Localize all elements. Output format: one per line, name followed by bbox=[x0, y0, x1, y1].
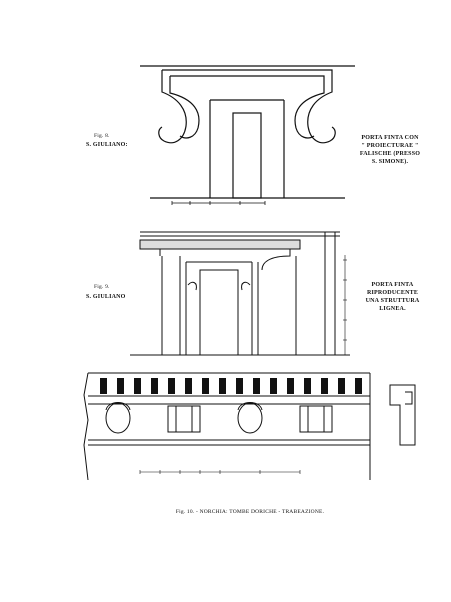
fig9-caption: PORTA FINTA RIPRODUCENTE UNA STRUTTURA L… bbox=[355, 281, 430, 313]
fig8-caption-line: PORTA FINTA CON bbox=[361, 135, 419, 141]
fig9-caption-line: UNA STRUTTURA bbox=[365, 298, 420, 304]
fig8-place: S. GIULIANO: bbox=[86, 142, 128, 148]
fig8-caption-line: S. SIMONE). bbox=[371, 159, 409, 165]
fig8-caption-line: " PROIECTURAE " bbox=[361, 143, 419, 149]
fig8-caption-line: FALISCHE (PRESSO bbox=[359, 151, 421, 157]
fig10-caption: Fig. 10. - NORCHIA: TOMBE DORICHE - TRAB… bbox=[175, 509, 325, 515]
fig8-label: Fig. 8. bbox=[94, 133, 110, 139]
fig9-label: Fig. 9. bbox=[94, 284, 110, 290]
fig8-caption: PORTA FINTA CON " PROIECTURAE " FALISCHE… bbox=[350, 134, 430, 166]
fig9-caption-line: PORTA FINTA bbox=[371, 282, 414, 288]
fig9-place: S. GIULIANO bbox=[86, 294, 126, 300]
fig9-caption-line: LIGNEA. bbox=[379, 306, 406, 312]
fig9-caption-line: RIPRODUCENTE bbox=[366, 290, 419, 296]
